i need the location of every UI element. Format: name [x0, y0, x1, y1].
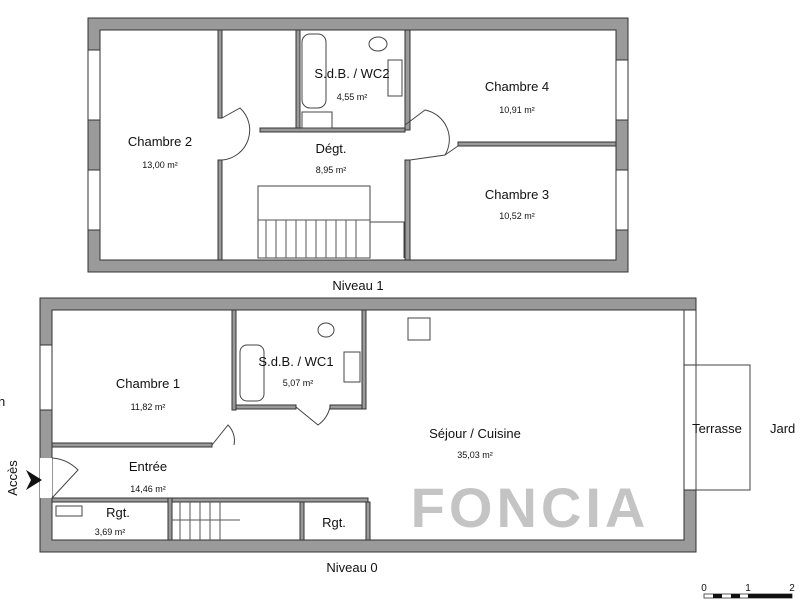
- room-name: Rgt.: [322, 515, 346, 530]
- room-area: 11,82 m²: [131, 402, 166, 412]
- room-name: Chambre 1: [116, 376, 180, 391]
- room-name: Séjour / Cuisine: [429, 426, 521, 441]
- door-swing: [211, 424, 235, 446]
- room-area: 8,95 m²: [316, 165, 347, 175]
- scale-tick-label: 0: [701, 583, 707, 594]
- room-name: Dégt.: [315, 141, 346, 156]
- room-name: Rgt.: [106, 505, 130, 520]
- level-0-plan: Terrasse Jard n Accès Chambre 1 11,82 m²…: [0, 297, 795, 575]
- window: [87, 169, 101, 231]
- partition-wall: [404, 159, 411, 261]
- door-swing: [404, 109, 450, 161]
- window: [615, 59, 629, 121]
- level-label: Niveau 0: [326, 560, 377, 575]
- room-name: Chambre 4: [485, 79, 549, 94]
- toilet-icon: [317, 322, 335, 338]
- shelf-icon: [55, 505, 83, 517]
- partition-wall: [217, 29, 223, 119]
- partition-wall: [51, 497, 173, 503]
- room-area: 3,69 m²: [95, 527, 126, 537]
- kitchen-sink-icon: [407, 317, 431, 341]
- room-area: 35,03 m²: [457, 450, 493, 460]
- window: [87, 49, 101, 121]
- partition-wall: [329, 404, 363, 410]
- entrance-door-opening: [40, 458, 52, 498]
- partition-wall: [217, 159, 223, 261]
- room-area: 10,52 m²: [499, 211, 535, 221]
- door-swing: [51, 457, 79, 499]
- level-1-plan: Chambre 2 13,00 m² S.d.B. / WC2 4,55 m² …: [87, 17, 629, 293]
- access-label: Accès: [5, 460, 20, 496]
- partition-wall: [235, 404, 297, 410]
- partition-wall: [167, 497, 173, 541]
- terrace-label: Terrasse: [692, 421, 742, 436]
- bathtub-icon: [239, 344, 265, 402]
- staircase: [257, 185, 405, 259]
- partition-wall: [295, 29, 301, 131]
- partition-wall: [231, 309, 237, 411]
- scale-tick-label: 2: [789, 583, 795, 594]
- room-name: Chambre 3: [485, 187, 549, 202]
- partition-wall: [365, 501, 371, 541]
- room-name: S.d.B. / WC2: [314, 66, 389, 81]
- level-label: Niveau 1: [332, 278, 383, 293]
- partition-wall: [51, 442, 213, 448]
- sink-icon: [387, 59, 403, 97]
- cabinet-icon: [301, 111, 333, 129]
- window: [615, 169, 629, 231]
- garden-label: Jard: [770, 421, 795, 436]
- scale-tick-label: 1: [745, 583, 751, 594]
- terrace: [695, 364, 751, 491]
- room-name: S.d.B. / WC1: [258, 354, 333, 369]
- sink-icon: [343, 351, 361, 383]
- room-area: 4,55 m²: [337, 92, 368, 102]
- door-swing: [221, 107, 251, 161]
- room-area: 5,07 m²: [283, 378, 314, 388]
- room-area: 10,91 m²: [499, 105, 535, 115]
- door-swing: [295, 406, 331, 426]
- door-swing: [444, 145, 459, 156]
- staircase: [172, 502, 240, 540]
- room-area: 14,46 m²: [130, 484, 166, 494]
- window: [39, 344, 53, 411]
- partition-wall: [259, 127, 406, 133]
- watermark: FONCIA: [411, 476, 650, 539]
- room-area: 13,00 m²: [142, 160, 178, 170]
- partition-wall: [299, 501, 305, 541]
- toilet-icon: [368, 36, 388, 52]
- partition-wall: [361, 309, 367, 410]
- room-name: Chambre 2: [128, 134, 192, 149]
- window: [683, 309, 697, 366]
- partition-wall: [171, 497, 369, 503]
- room-name: Entrée: [129, 459, 167, 474]
- partition-wall: [457, 141, 617, 147]
- partition-wall: [404, 29, 411, 131]
- bathtub-icon: [301, 33, 327, 109]
- access-arrow-icon: [26, 470, 42, 490]
- garden-label: n: [0, 394, 5, 409]
- scale-bar: 0 1 2: [701, 583, 795, 599]
